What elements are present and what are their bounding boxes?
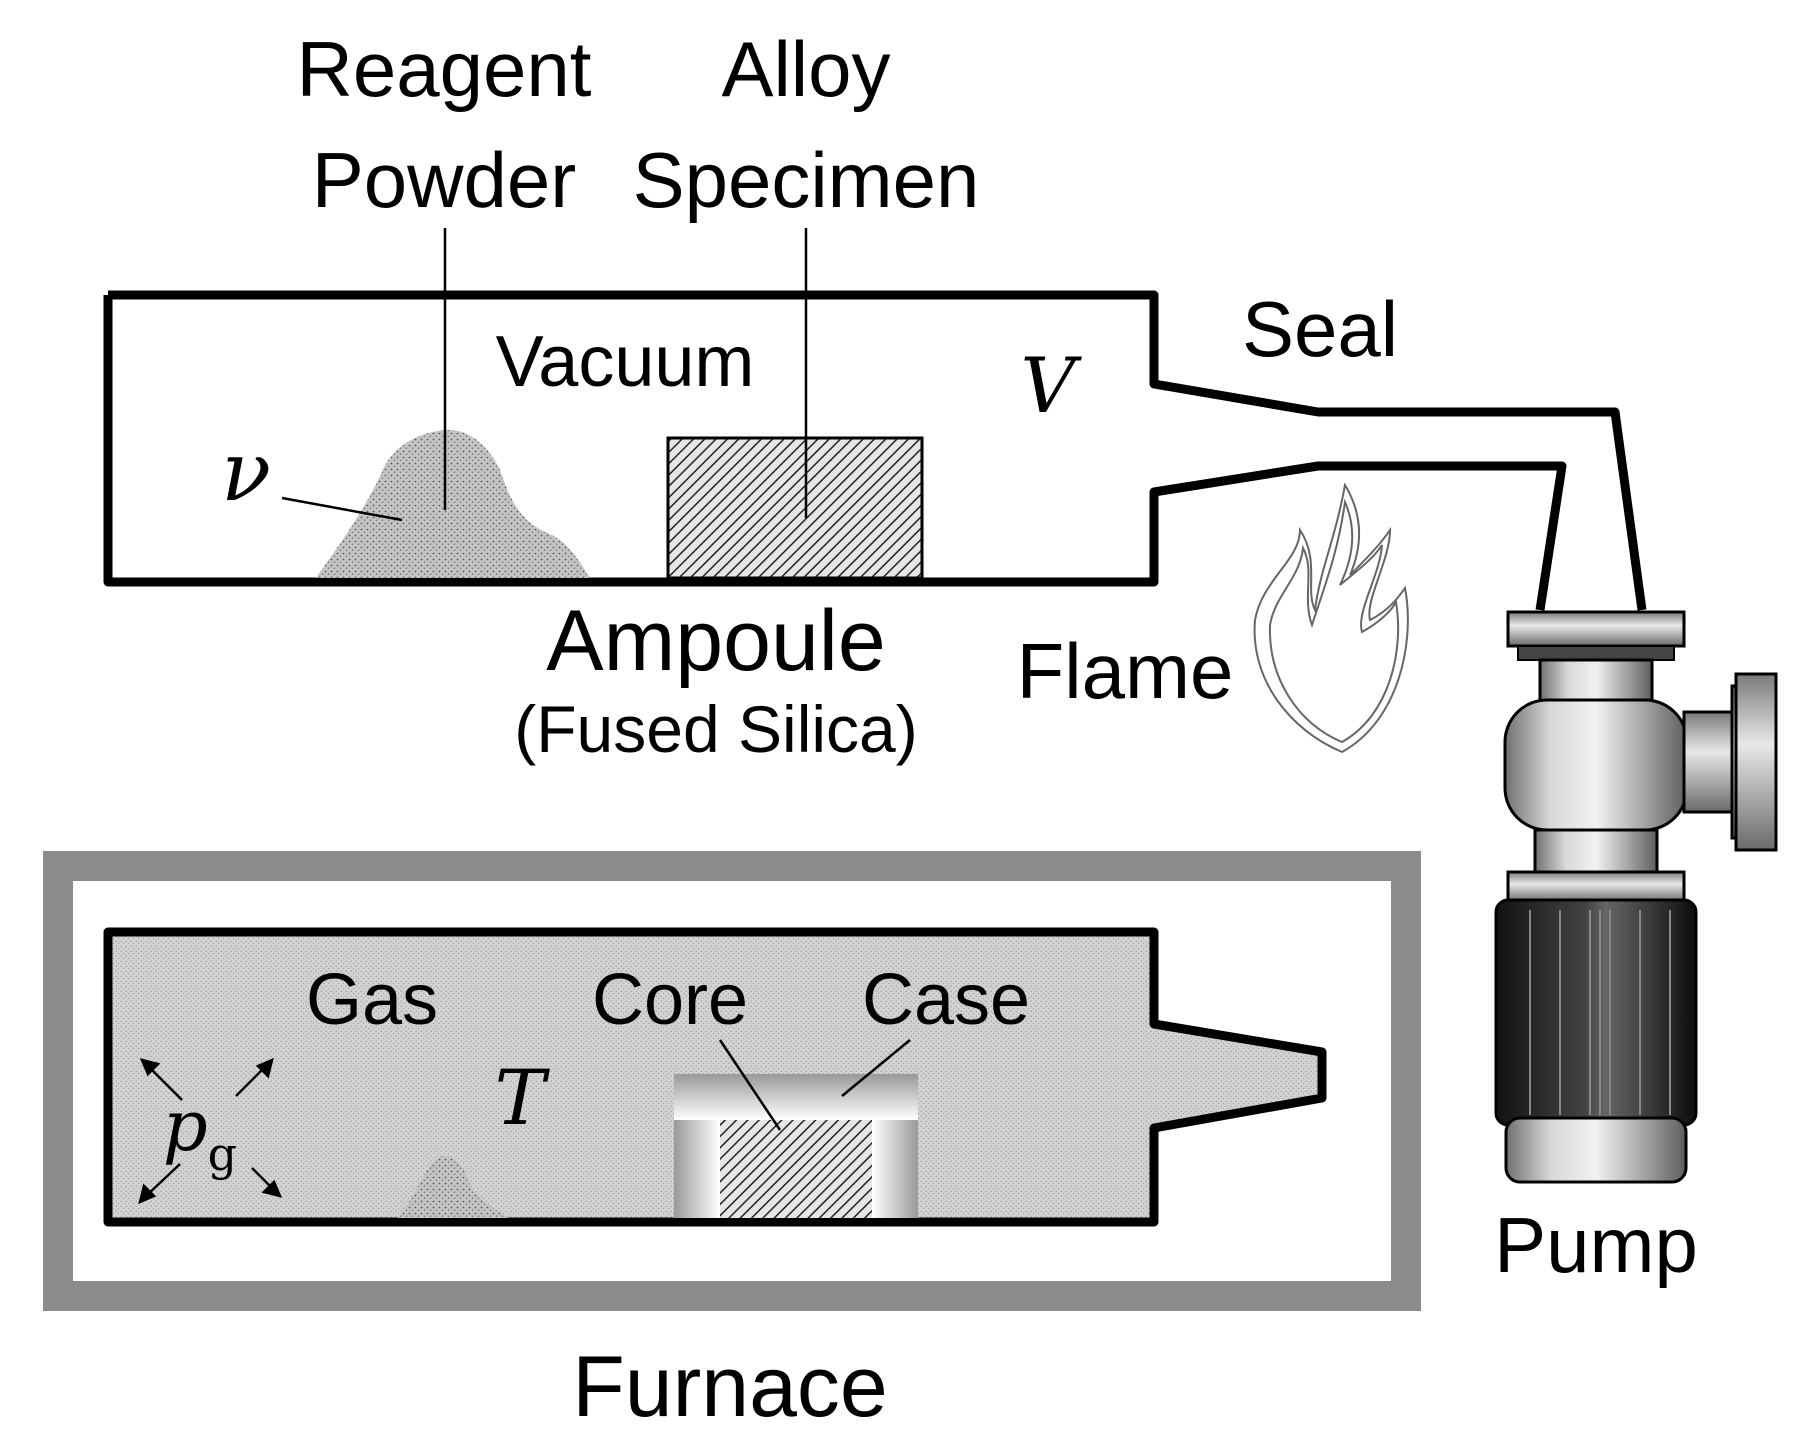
vacuum-label: Vacuum: [496, 322, 755, 402]
ampoule-vacuum: Reagent Powder Alloy Specimen Vacuum V ν…: [103, 25, 1647, 766]
pump-label: Pump: [1494, 1201, 1698, 1289]
reagent-powder-label-1: Reagent: [297, 25, 592, 113]
ampoule-outline: [103, 290, 1647, 611]
pressure-arrows: [138, 1057, 283, 1205]
furnace-wall: [43, 851, 1421, 1311]
alloy-specimen-label-1: Alloy: [721, 25, 890, 113]
furnace: Gas Core Case T pg: [43, 851, 1421, 1311]
powder-volume-symbol: ν: [221, 425, 271, 520]
vacuum-pump-icon: [1494, 610, 1778, 1184]
core-region: [720, 1120, 872, 1218]
core-leader: [718, 1039, 782, 1131]
pressure-subscript: g: [208, 1127, 237, 1181]
flame-icon: [1253, 482, 1409, 754]
ampoule-label: Ampoule: [546, 593, 885, 689]
reagent-powder-pile: [316, 429, 590, 578]
residual-powder: [398, 1156, 508, 1218]
pressure-symbol: pg: [163, 1085, 237, 1181]
alloy-specimen-label-2: Specimen: [633, 136, 980, 224]
ampoule-material-label: (Fused Silica): [514, 692, 917, 766]
case-label: Case: [862, 960, 1030, 1040]
case-leader: [841, 1039, 911, 1097]
reagent-powder-label-2: Powder: [312, 136, 576, 224]
furnace-label: Furnace: [572, 1339, 888, 1435]
powder-volume-leader: [281, 496, 403, 522]
volume-symbol: V: [1021, 341, 1083, 430]
temperature-symbol: T: [495, 1053, 551, 1142]
core-label: Core: [592, 960, 748, 1040]
flame-label: Flame: [1017, 627, 1234, 715]
alloy-specimen: [666, 436, 924, 580]
pressure-letter: p: [163, 1085, 208, 1167]
gas-label: Gas: [306, 960, 438, 1040]
seal-label: Seal: [1242, 285, 1398, 373]
